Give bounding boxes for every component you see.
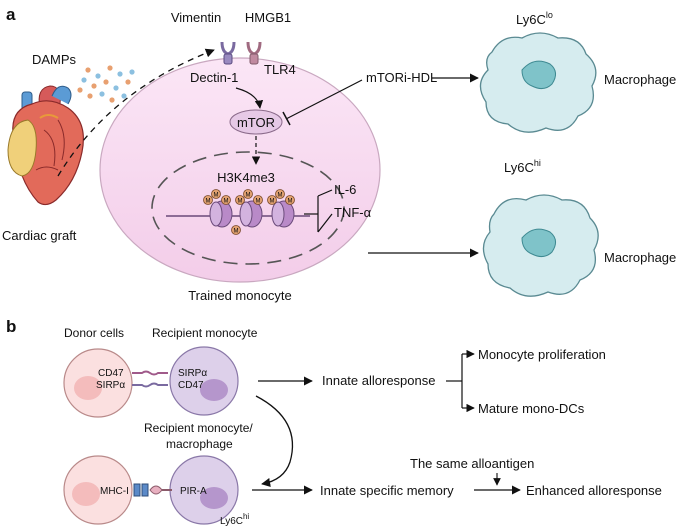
cardiac-graft-heart-icon	[7, 85, 84, 206]
recipient-macrophage-label-line1: Recipient monocyte/	[144, 421, 253, 435]
ly6c-lo-label: Ly6Clo	[516, 10, 553, 27]
mhc1-label: MHC-I	[100, 486, 129, 497]
damps-label: DAMPs	[32, 52, 77, 67]
donor-cell-top	[63, 348, 133, 418]
macrophage-ly6c-hi-cell	[482, 194, 599, 297]
methyl-mark-label-5: M	[246, 193, 251, 199]
methyl-mark-6	[253, 195, 263, 205]
mtor-label: mTOR	[237, 115, 275, 130]
mtori-inhibition-bar	[282, 111, 291, 126]
dectin1-receptor-icon	[220, 41, 236, 65]
methyl-mark-label-10: M	[234, 229, 239, 235]
damps-particles	[77, 65, 135, 103]
sirpa-right-label: SIRPα	[178, 368, 207, 379]
innate-alloresponse-label: Innate alloresponse	[322, 373, 435, 388]
il6-label: IL-6	[334, 182, 356, 197]
macrophage-top-label: Macrophage	[604, 72, 676, 87]
ly6c-b-label: Ly6Chi	[220, 512, 249, 527]
sirpa-left-label: SIRPα	[96, 380, 125, 391]
tlr4-receptor-icon	[246, 41, 262, 65]
recipient-macrophage-bottom-cell	[169, 455, 239, 525]
methyl-mark-5	[243, 189, 253, 199]
methyl-mark-label-9: M	[288, 199, 293, 205]
methyl-mark-label-2: M	[214, 193, 219, 199]
cardiac-graft-label: Cardiac graft	[2, 228, 77, 243]
nucleosome-1	[209, 200, 233, 228]
h3k4me3-label: H3K4me3	[217, 170, 275, 185]
cd47-right-label: CD47	[178, 380, 204, 391]
nucleosome-3	[271, 200, 295, 228]
mtor-node	[229, 109, 283, 135]
memory-transition-arrow	[255, 395, 294, 488]
receptor-to-mtor-arrow	[235, 87, 264, 109]
nucleus-outline	[151, 151, 345, 265]
recipient-monocyte-label: Recipient monocyte	[152, 326, 258, 340]
tlr4-label: TLR4	[264, 62, 296, 77]
mature-mono-dcs-label: Mature mono-DCs	[478, 401, 585, 416]
donor-cells-label: Donor cells	[64, 326, 124, 340]
enhanced-alloresponse-label: Enhanced alloresponse	[526, 483, 662, 498]
same-alloantigen-label: The same alloantigen	[410, 456, 534, 471]
mtori-hdl-label: mTORi-HDL	[366, 70, 437, 85]
methyl-mark-3	[221, 195, 231, 205]
cd47-sirpa-interaction-icon	[132, 370, 168, 388]
methyl-mark-label-6: M	[256, 199, 261, 205]
trained-monocyte-label: Trained monocyte	[188, 288, 292, 303]
mhc1-pira-interaction-icon	[133, 483, 172, 497]
donor-cell-bottom	[63, 455, 133, 525]
methyl-mark-4	[235, 195, 245, 205]
cd47-left-label: CD47	[98, 368, 124, 379]
methyl-mark-label-7: M	[270, 199, 275, 205]
recipient-monocyte-top-cell	[169, 346, 239, 416]
nucleosome-2	[239, 200, 263, 228]
panel-b-label: b	[6, 317, 16, 336]
methyl-mark-7	[267, 195, 277, 205]
methyl-mark-1	[203, 195, 213, 205]
panel-a-label: a	[6, 5, 16, 24]
methyl-mark-label-1: M	[206, 199, 211, 205]
recipient-macrophage-label-line2: macrophage	[166, 437, 233, 451]
il6-branch	[317, 189, 333, 197]
ly6c-hi-label: Ly6Chi	[504, 158, 541, 175]
dectin1-label: Dectin-1	[190, 70, 238, 85]
methyl-mark-label-3: M	[224, 199, 229, 205]
methyl-mark-label-4: M	[238, 199, 243, 205]
methyl-mark-2	[211, 189, 221, 199]
methyl-mark-8	[275, 189, 285, 199]
macrophage-ly6c-lo-cell	[479, 32, 597, 133]
methyl-mark-9	[285, 195, 295, 205]
macrophage-bottom-label: Macrophage	[604, 250, 676, 265]
vimentin-label: Vimentin	[171, 10, 221, 25]
innate-specific-memory-label: Innate specific memory	[320, 483, 454, 498]
methyl-mark-10	[231, 225, 241, 235]
pira-label: PIR-A	[180, 486, 207, 497]
tnf-label: TNF-α	[334, 205, 372, 220]
trained-monocyte-cell	[99, 57, 381, 283]
mtori-inhibition-line	[285, 79, 363, 120]
damps-to-receptor-arrow	[57, 48, 215, 177]
methyl-mark-label-8: M	[278, 193, 283, 199]
tnf-branch	[317, 213, 333, 233]
monocyte-proliferation-label: Monocyte proliferation	[478, 347, 606, 362]
hmgb1-label: HMGB1	[245, 10, 291, 25]
